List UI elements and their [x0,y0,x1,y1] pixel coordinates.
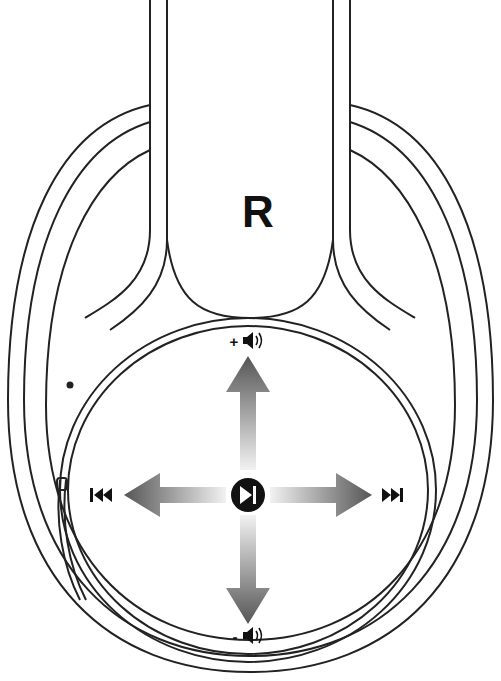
direction-arrows [124,356,372,624]
volume-down-icon [243,627,262,644]
volume-up-sign: + [230,334,239,349]
previous-icon [90,488,112,502]
volume-up-icon [243,332,262,349]
volume-down-sign: - [233,629,238,644]
play-pause-button [231,478,265,512]
housing-outline [8,0,493,672]
next-icon [382,488,403,502]
side-letter: R [242,190,274,234]
